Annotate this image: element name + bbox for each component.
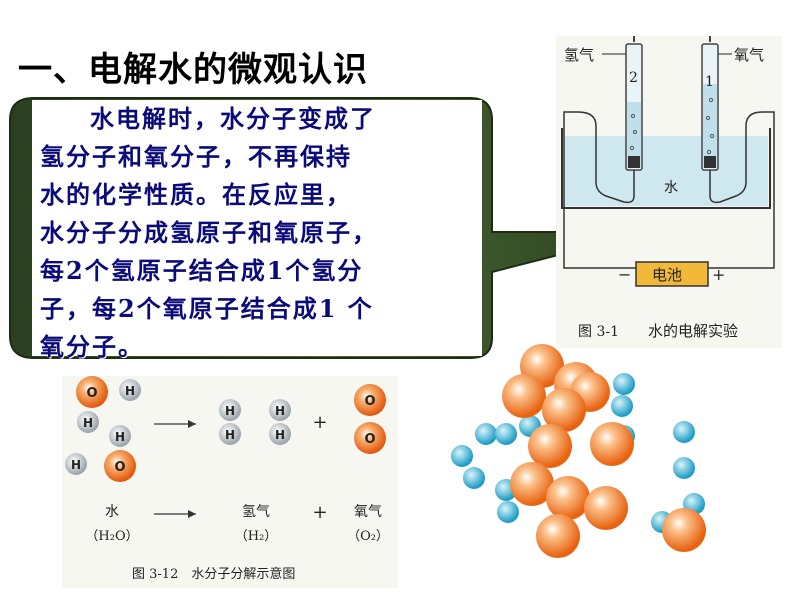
oxygen-atom	[104, 450, 136, 482]
decomposition-caption: 图 3-12 水分子分解示意图	[132, 566, 295, 582]
page-title: 一、电解水的微观认识	[18, 50, 368, 90]
hydrogen-atom	[77, 411, 99, 433]
oxygen-atom-group	[502, 344, 706, 558]
svg-text:O: O	[114, 460, 125, 475]
svg-text:H: H	[115, 430, 125, 444]
oxygen-name: 氧气	[354, 504, 382, 520]
svg-text:H: H	[71, 458, 81, 472]
hydrogen-formula: （H₂）	[235, 529, 278, 544]
hydrogen-molecule: H H	[269, 399, 291, 445]
explanation-line: 每2个氢原子结合成1个氢分	[40, 256, 364, 285]
battery	[635, 261, 709, 287]
explanation-line: 氧分子。	[40, 332, 144, 361]
water-decomposition-figure: O H H H H O H H H H + O O 水 （H₂O） 氢气	[62, 376, 398, 588]
explanation-line: 氢分子和氧分子，不再保持	[40, 142, 352, 171]
svg-text:H: H	[83, 416, 93, 430]
explanation-line: 子，每2个氧原子结合成1 个	[40, 294, 374, 323]
svg-text:H: H	[225, 428, 235, 442]
svg-text:H: H	[225, 404, 235, 418]
hydrogen-label: 氢气	[564, 46, 594, 64]
explanation-line: 水电解时，水分子变成了	[90, 104, 376, 133]
svg-text:O: O	[364, 394, 375, 409]
explanation-line: 水分子分成氢原子和氧原子，	[40, 218, 378, 247]
tube-number-right: 1	[705, 74, 714, 90]
svg-text:H: H	[275, 404, 285, 418]
oxygen-molecule: O O	[354, 384, 386, 454]
hydrogen-name: 氢气	[242, 504, 270, 520]
hydrogen-molecule: H H	[219, 399, 241, 445]
hydrogen-atom	[119, 379, 141, 401]
hydrogen-atom	[109, 425, 131, 447]
svg-text:O: O	[364, 432, 375, 447]
water-bath	[564, 136, 768, 206]
battery-minus: −	[618, 265, 631, 284]
svg-text:O: O	[86, 386, 97, 401]
explanation-text: 水电解时，水分子变成了 氢分子和氧分子，不再保持 水的化学性质。在反应里， 水分…	[40, 100, 480, 366]
svg-text:H: H	[125, 384, 135, 398]
plus-sign: +	[312, 502, 327, 523]
water-name: 水	[105, 504, 119, 520]
molecular-model-cluster	[451, 344, 706, 558]
plus-sign: +	[312, 412, 327, 433]
oxygen-label: 氧气	[734, 46, 764, 64]
svg-text:H: H	[275, 428, 285, 442]
oxygen-atom	[76, 376, 108, 408]
apparatus-caption-number: 图 3-1	[578, 324, 619, 340]
water-molecule: H H O	[65, 425, 136, 482]
water-formula: （H₂O）	[85, 529, 138, 544]
water-label: 水	[664, 180, 678, 196]
hydrogen-atom	[65, 453, 87, 475]
tube-number-left: 2	[629, 70, 638, 86]
battery-label: 电池	[652, 266, 682, 284]
apparatus-caption-text: 水的电解实验	[648, 322, 738, 340]
explanation-line: 水的化学性质。在反应里，	[40, 180, 352, 209]
water-molecule: O H H	[76, 376, 141, 433]
battery-plus: +	[712, 265, 725, 284]
electrolysis-apparatus-figure: 氢气 氧气 2 1 水 电池 − + 图 3-1 水的电解实验	[556, 36, 782, 348]
oxygen-formula: （O₂）	[347, 529, 389, 544]
